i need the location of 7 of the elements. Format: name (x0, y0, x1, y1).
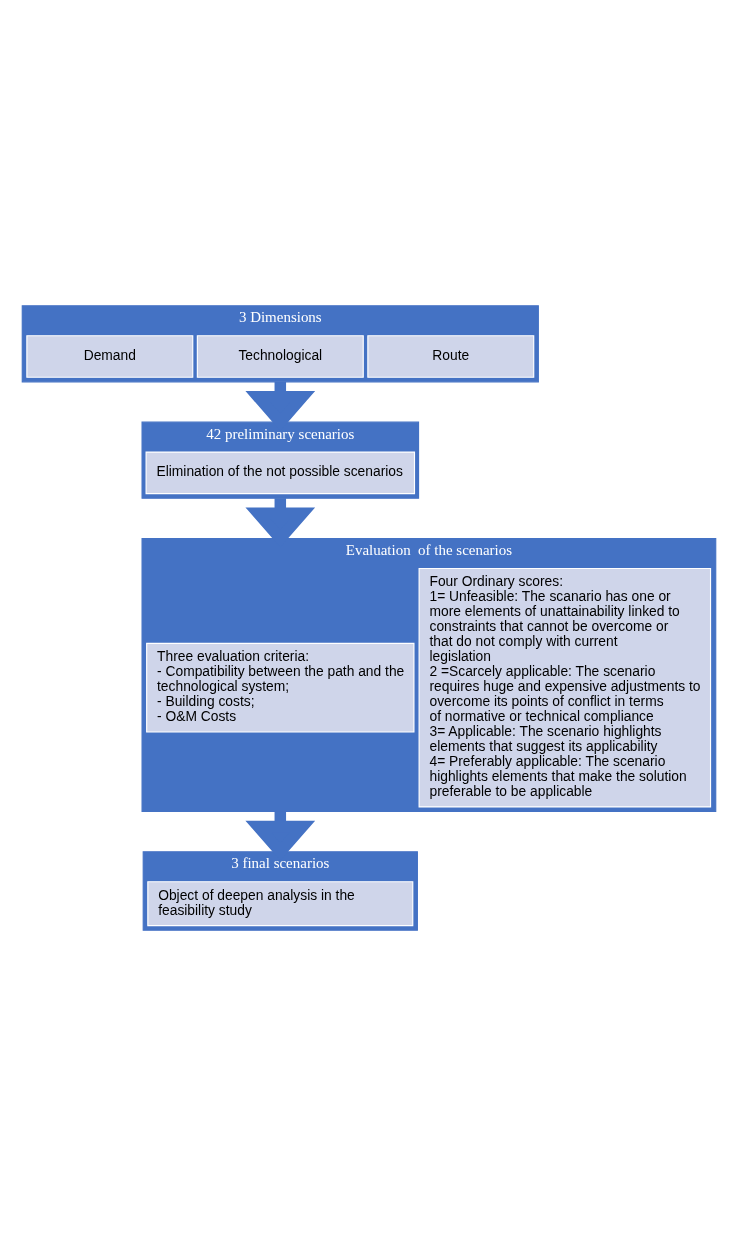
node-box: Three evaluation criteria: - Compatibility between the path and the technological system; - Building costs; - O&M Costs (146, 642, 415, 733)
node-box: Four Ordinary scores: 1= Unfeasible: The scanario has one or more elements of unattainability linked to constraints that cannot be overcome or that do not comply with current legislation 2 =Scarcely applicable: The scenario requires huge and expensive adjustments to overcome its points of conflict in terms of normative or technical compliance 3= Applicable: The scenario highlights elements that suggest its applicability 4= Preferably applicable: The scenario highlights elements that make the solution preferable to be applicable (418, 567, 712, 808)
node-box: Technological (196, 335, 364, 378)
node-box: Object of deepen analysis in the feasibility study (147, 881, 414, 927)
node-box: Elimination of the not possible scenarios (145, 451, 416, 495)
node-box: Demand (26, 335, 194, 378)
node-box: Route (367, 335, 535, 378)
